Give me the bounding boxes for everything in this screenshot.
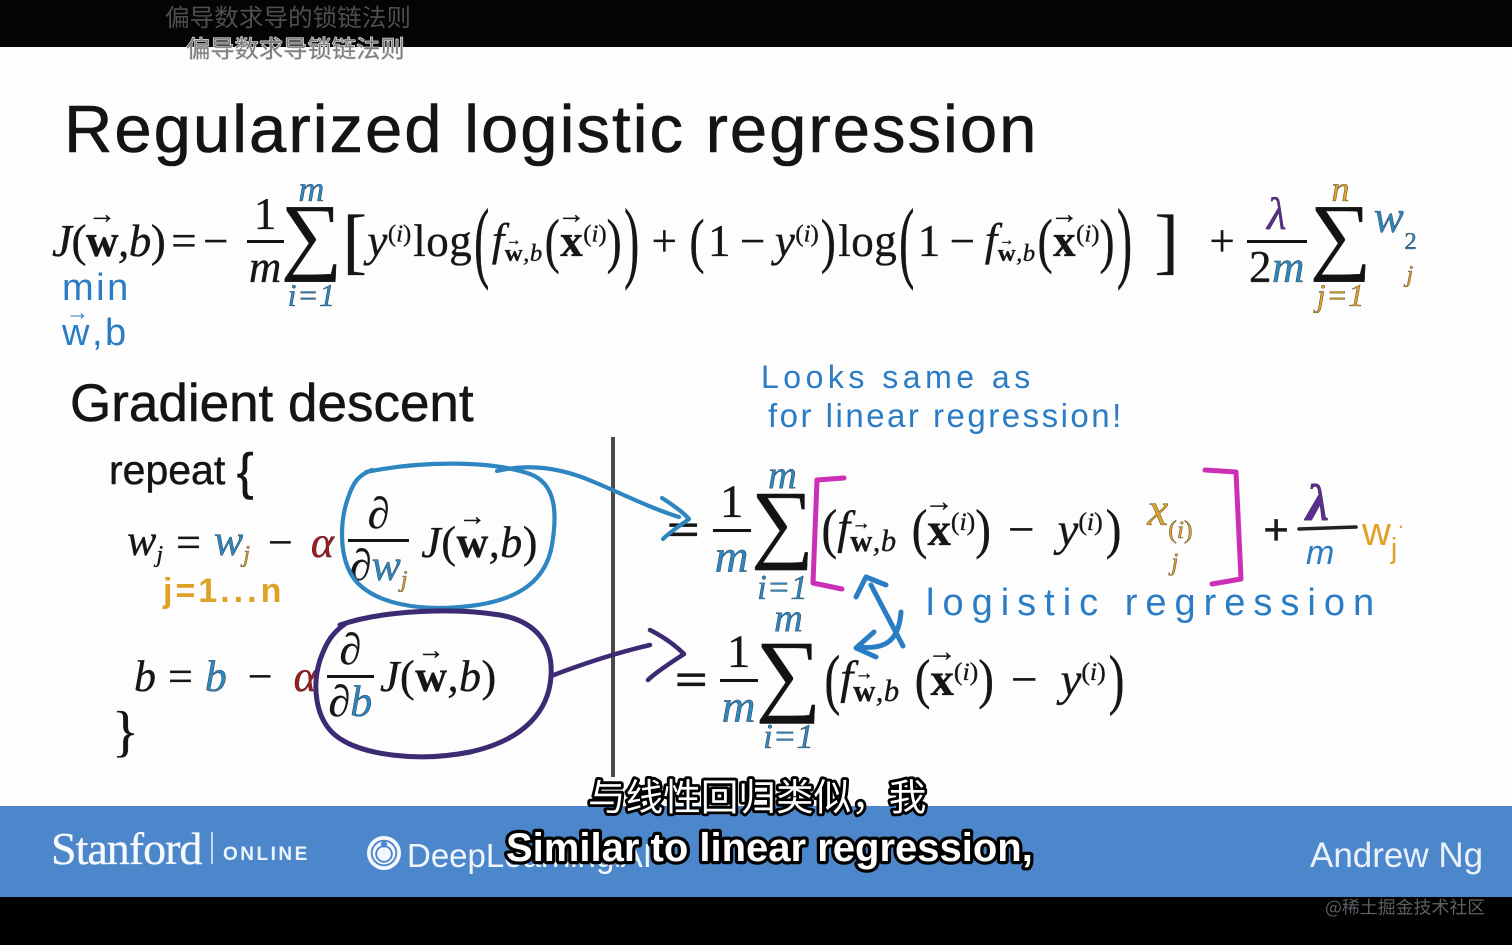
svg-text:Similar to linear regression,: Similar to linear regression,: [506, 826, 1033, 870]
